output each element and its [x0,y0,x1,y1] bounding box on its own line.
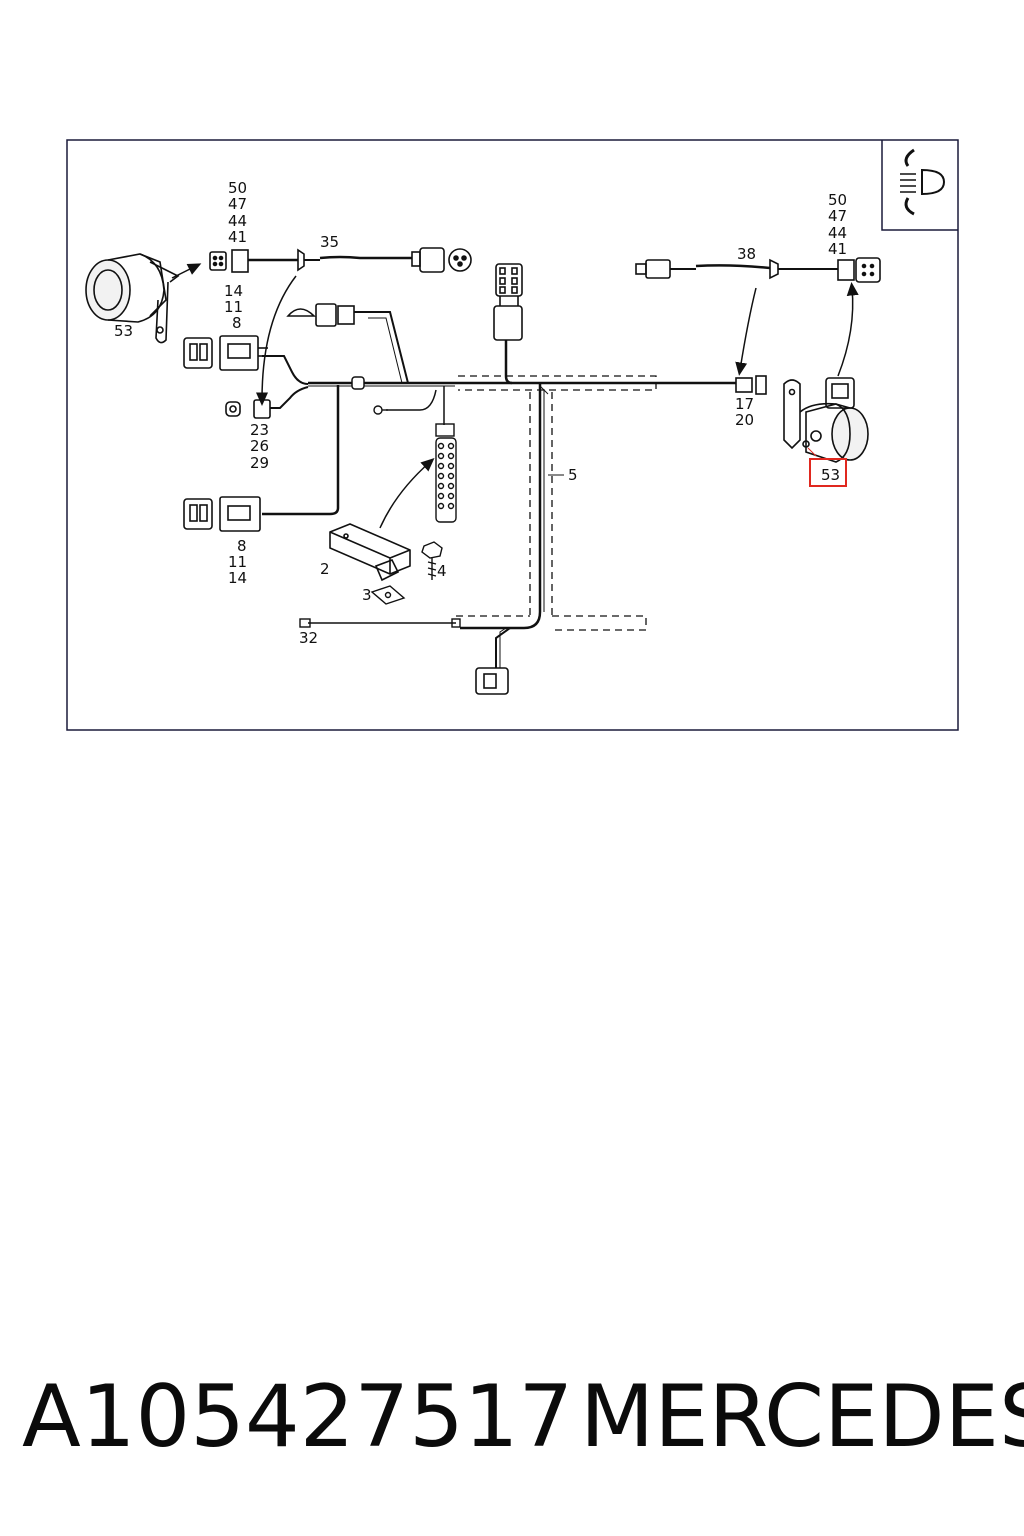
connector-17-20 [735,375,767,395]
label-53-left: 53 [114,322,133,340]
label-44-left: 44 [228,212,247,230]
label-41-left: 41 [228,228,247,246]
label-50-right: 50 [828,191,847,209]
connector-32 [299,618,461,628]
label-26: 26 [250,437,269,455]
highlight-leader [807,447,817,457]
screw [421,541,443,580]
label-4: 4 [437,562,447,580]
label-29: 29 [250,454,269,472]
diagram-frame [66,139,959,731]
label-32: 32 [299,629,318,647]
label-35: 35 [320,233,339,251]
bracket [370,585,406,605]
label-11-lower: 11 [228,553,247,571]
ring-terminal [373,405,388,415]
harness-main-trunk [262,311,736,668]
arrow-module-to-fuse-strip [379,458,435,529]
connector-cable-38 [635,257,881,283]
label-11-upper: 11 [224,298,243,316]
part-number: A105427517 [22,1367,574,1467]
label-47-right: 47 [828,207,847,225]
fuse-strip [435,423,457,523]
connector-23-26-29 [225,399,271,419]
socket-upper-left [183,335,268,371]
socket-lower-left [183,496,261,532]
label-2: 2 [320,560,330,578]
label-8-lower: 8 [237,537,247,555]
label-50-left: 50 [228,179,247,197]
connector-cable-35 [209,247,472,273]
label-41-right: 41 [828,240,847,258]
label-5: 5 [568,466,578,484]
headlamp-leveling-icon [881,140,958,231]
footer: A105427517 MERCEDES [0,1362,1024,1472]
label-17: 17 [735,395,754,413]
label-14-upper: 14 [224,282,243,300]
label-23: 23 [250,421,269,439]
connector-bottom [475,667,509,695]
label-14-lower: 14 [228,569,247,587]
label-38: 38 [737,245,756,263]
label-8-upper: 8 [232,314,242,332]
label-47-left: 47 [228,195,247,213]
label-53-right: 53 [821,466,840,484]
arrow-lamp-to-41 [837,282,859,377]
control-module [329,523,411,582]
arrow-35-to-23 [256,275,297,406]
connector-trunk-upper [286,303,372,327]
highlight-box [809,458,847,487]
fog-lamp-right [783,377,869,463]
fog-lamp-left [85,253,180,344]
harness-optional-routes [456,375,657,631]
label-44-right: 44 [828,224,847,242]
fog-lamp-left-arrow [171,263,202,279]
arrow-38-to-17 [735,287,757,376]
label-3: 3 [362,586,372,604]
connector-top-center [493,263,523,341]
brand-name: MERCEDES [580,1367,1024,1467]
wiring-harness-diagram: 50 47 44 41 35 53 14 11 8 23 26 29 8 11 … [66,139,959,731]
label-20: 20 [735,411,754,429]
